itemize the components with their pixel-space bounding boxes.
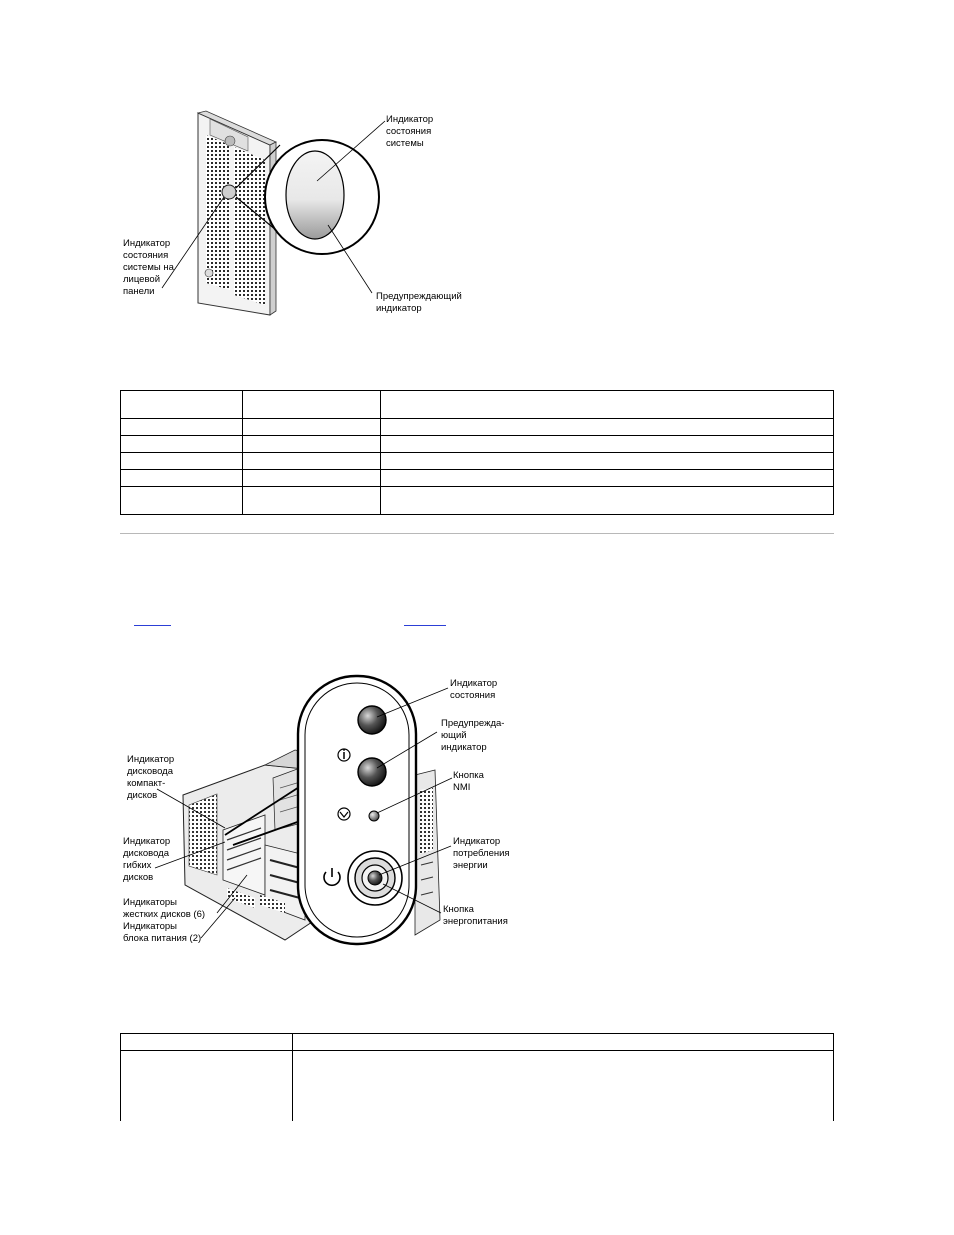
table-row: [120, 469, 834, 487]
control-panel-drawing: [296, 674, 418, 946]
power-button-label: Кнопка энергопитания: [443, 904, 508, 927]
status-indicator-callout: [235, 139, 380, 255]
table-row: [120, 486, 834, 515]
table-row: [120, 1033, 834, 1051]
indicator-table: [120, 390, 834, 515]
status-indicator-label: Индикатор состояния системы: [386, 114, 436, 149]
status-indicator-label: Индикатор состояния: [450, 678, 500, 701]
section-divider: [120, 533, 834, 534]
info-icon: [337, 748, 351, 762]
power-button: [367, 870, 383, 886]
floppy-indicator-label: Индикатор дисковода гибких дисков: [123, 836, 173, 883]
table-row: [120, 418, 834, 436]
table-row: [120, 1050, 834, 1121]
control-panel-figure: Индикатор состояния Предупрежда- ющий ин…: [123, 674, 512, 946]
front-bezel-figure: Индикатор состояния системы Индикатор со…: [123, 110, 464, 316]
bezel-drawing: [196, 110, 277, 316]
cd-drive-indicator-label: Индикатор дисковода компакт- дисков: [127, 754, 177, 801]
psu-indicators-label: Индикаторы блока питания (2): [123, 921, 201, 944]
figure-link[interactable]: [134, 619, 171, 626]
warning-indicator-label: Предупреждающий индикатор: [376, 291, 464, 314]
front-panel-status-label: Индикатор состояния системы на лицевой п…: [123, 238, 177, 297]
table-row: [120, 452, 834, 470]
hard-drive-indicators-label: Индикаторы жестких дисков (6): [123, 897, 205, 920]
nmi-button-label: Кнопка NMI: [453, 770, 487, 793]
table-row: [120, 435, 834, 453]
table-row: [120, 390, 834, 419]
power-icon: [323, 868, 341, 887]
warning-button: [357, 757, 387, 787]
nmi-icon: [337, 807, 351, 821]
warning-indicator-label: Предупрежда- ющий индикатор: [441, 718, 507, 753]
status-button: [357, 705, 387, 735]
nmi-button: [368, 810, 380, 822]
power-consumption-label: Индикатор потребления энергии: [453, 836, 512, 871]
control-panel-table: [120, 1033, 834, 1121]
table-link[interactable]: [404, 619, 446, 626]
